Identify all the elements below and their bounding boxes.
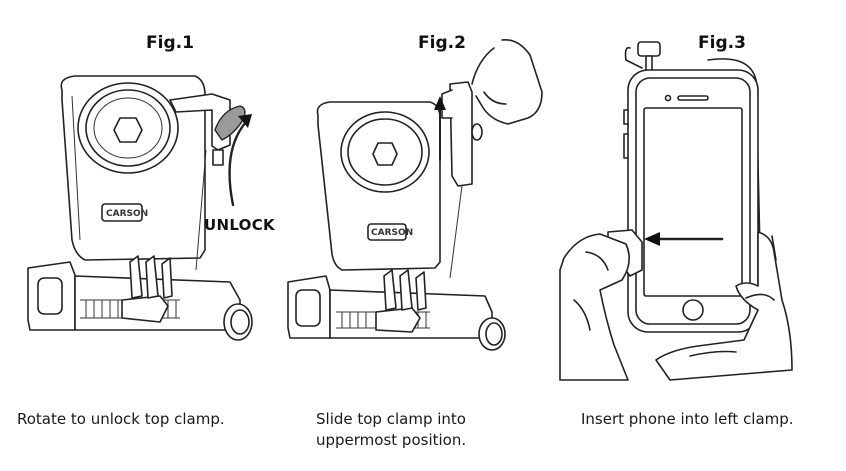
figure-2: Fig.2 CARSON Sli — [280, 0, 560, 471]
figure-1-caption: Rotate to unlock top clamp. — [17, 409, 225, 430]
figure-3-caption: Insert phone into left clamp. — [581, 409, 794, 430]
brand-label-1: CARSON — [106, 209, 148, 219]
caption-line: Insert phone into left clamp. — [581, 410, 794, 428]
phone-illustration — [559, 41, 793, 381]
figure-3: Fig.3 Insert phone i — [559, 0, 846, 471]
adapter-illustration-1: CARSON — [27, 75, 253, 341]
home-button — [682, 299, 704, 321]
unlock-label: UNLOCK — [204, 216, 275, 234]
brand-label-2: CARSON — [371, 228, 413, 238]
caption-line: Slide top clamp into — [316, 410, 466, 428]
phone-screen — [643, 107, 743, 297]
figure-1: Fig.1 — [0, 0, 290, 471]
caption-line: uppermost position. — [316, 431, 467, 449]
figure-2-title: Fig.2 — [418, 33, 466, 53]
figure-1-title: Fig.1 — [146, 33, 194, 53]
adapter-illustration-2: CARSON — [287, 38, 543, 351]
figure-3-title: Fig.3 — [698, 33, 746, 53]
caption-line: Rotate to unlock top clamp. — [17, 410, 225, 428]
figure-2-caption: Slide top clamp into uppermost position. — [316, 409, 466, 451]
